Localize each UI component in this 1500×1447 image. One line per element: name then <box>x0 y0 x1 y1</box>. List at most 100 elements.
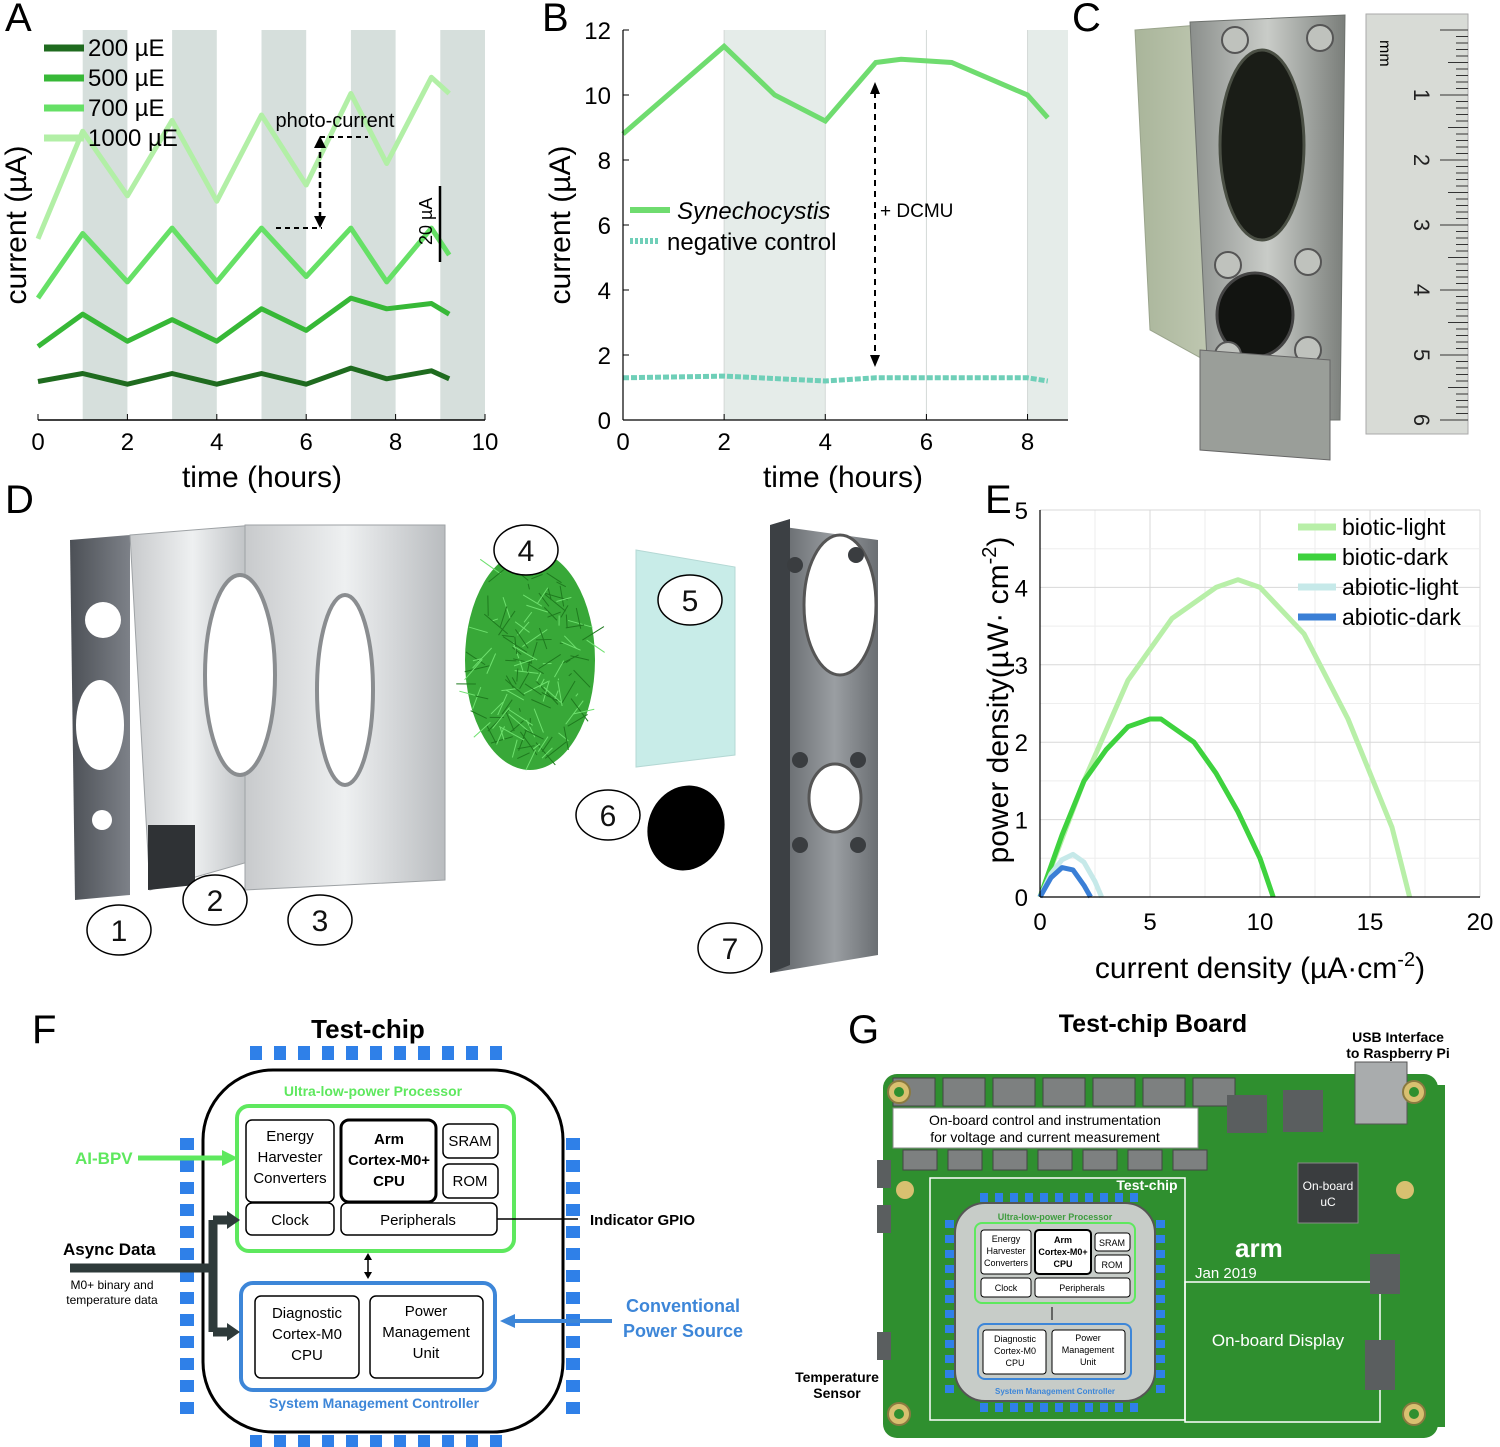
mesh-fiber-134 <box>505 689 525 701</box>
usb-label-2: to Raspberry Pi <box>1346 1045 1449 1061</box>
b-xtick-label-0: 0 <box>616 429 629 456</box>
part-number-1: 1 <box>111 915 128 948</box>
mesh-fiber-22 <box>519 731 538 756</box>
pin-left-0 <box>180 1138 194 1150</box>
board-row-comp-2 <box>992 1149 1028 1171</box>
onboard-control-label: On-board control and instrumentation <box>929 1112 1161 1128</box>
e-ytick-label-2: 2 <box>1015 730 1028 757</box>
diagnostic-label-3: CPU <box>291 1347 323 1364</box>
arm-date-text: Jan 2019 <box>1195 1265 1257 1282</box>
pin-top-10 <box>490 1046 502 1060</box>
temperature-sensor-label: Temperature <box>795 1369 879 1385</box>
pin-top-6 <box>394 1046 406 1060</box>
board-pin-top-5 <box>1055 1193 1063 1202</box>
panel-label-f: F <box>32 1008 57 1052</box>
board-pin-bottom-0 <box>980 1403 988 1412</box>
mesh-fiber-130 <box>546 572 562 584</box>
exploded-view: 1 2 3 4 5 6 7 <box>70 519 878 974</box>
board-pmu-label-2: Management <box>1062 1345 1115 1355</box>
board-pin-left-6 <box>945 1310 954 1318</box>
pin-bottom-9 <box>466 1435 478 1447</box>
board-pin-right-5 <box>1156 1295 1165 1303</box>
arm-cpu-label-2: Cortex-M0+ <box>348 1152 430 1169</box>
board-pin-bottom-8 <box>1100 1403 1108 1412</box>
b-ytick-label-3: 6 <box>598 213 611 240</box>
mesh-fiber-102 <box>523 611 533 623</box>
board-top-comp-5 <box>1142 1077 1186 1107</box>
a-xtick-label-1: 2 <box>121 429 134 456</box>
mesh-fiber-139 <box>475 695 489 700</box>
mesh-fiber-14 <box>517 621 530 636</box>
board-pin-top-2 <box>1010 1193 1018 1202</box>
b-ytick-label-4: 8 <box>598 148 611 175</box>
chart-b-xlabel: time (hours) <box>763 461 923 494</box>
board-pin-left-2 <box>945 1250 954 1258</box>
mesh-fiber-91 <box>523 680 549 695</box>
pmu-label-3: Unit <box>413 1345 441 1362</box>
mesh-fiber-0 <box>465 651 486 666</box>
b-ytick-label-1: 2 <box>598 343 611 370</box>
mesh-fiber-54 <box>531 573 543 580</box>
onboard-uc-label: On-board <box>1303 1179 1354 1193</box>
mesh-fiber-60 <box>543 607 558 621</box>
pin-top-7 <box>418 1046 430 1060</box>
pin-left-6 <box>180 1270 194 1282</box>
conventional-power-label: Conventional <box>626 1296 740 1316</box>
mesh-fiber-92 <box>502 636 528 653</box>
board-diag-label: Diagnostic <box>994 1334 1037 1344</box>
chart-b-ylabel: current (µA) <box>544 146 577 305</box>
board-pin-top-6 <box>1070 1193 1078 1202</box>
mesh-fiber-5 <box>459 690 476 696</box>
mesh-fiber-121 <box>541 691 558 702</box>
pin-bottom-8 <box>442 1435 454 1447</box>
pin-bottom-5 <box>370 1435 382 1447</box>
e-ytick-label-0: 0 <box>1015 885 1028 912</box>
a-xtick-label-2: 4 <box>210 429 223 456</box>
pin-left-9 <box>180 1336 194 1348</box>
mesh-fiber-25 <box>501 699 513 715</box>
onboard-display-label: On-board Display <box>1212 1331 1345 1350</box>
panel-label-b: B <box>542 0 569 40</box>
board-pin-right-6 <box>1156 1310 1165 1318</box>
panel-label-e: E <box>985 478 1012 522</box>
mesh-fiber-94 <box>501 634 515 638</box>
board-pin-top-9 <box>1115 1193 1123 1202</box>
board-pin-left-11 <box>945 1385 954 1393</box>
mesh-fiber-73 <box>538 627 548 650</box>
series-a-1 <box>36 295 451 349</box>
pin-top-1 <box>274 1046 286 1060</box>
panel-label-a: A <box>5 0 32 40</box>
mesh-fiber-36 <box>514 670 539 674</box>
mesh-fiber-123 <box>565 614 568 628</box>
ruler-unit: mm <box>1376 40 1393 67</box>
board-row-comp-5 <box>1127 1149 1163 1171</box>
legend-e-label-3: abiotic-dark <box>1342 604 1461 630</box>
scalebar-label: 20 µA <box>416 198 436 245</box>
mesh-fiber-2 <box>518 729 527 751</box>
board-peripherals-label: Peripherals <box>1059 1283 1105 1293</box>
board-pin-top-0 <box>980 1193 988 1202</box>
board-pin-left-7 <box>945 1325 954 1333</box>
mesh-fiber-136 <box>556 596 572 602</box>
board-arm-label: Arm <box>1054 1235 1072 1245</box>
a-xtick-label-4: 8 <box>389 429 402 456</box>
mesh-fiber-103 <box>537 587 549 604</box>
series-e-1 <box>1037 716 1276 898</box>
ruler-number-3: 4 <box>1409 284 1434 296</box>
board-pin-bottom-6 <box>1070 1403 1078 1412</box>
mesh-fiber-71 <box>515 629 529 649</box>
e-xtick-label-0: 0 <box>1033 909 1046 936</box>
mesh-fiber-74 <box>531 699 551 709</box>
board-pmu-label: Power <box>1075 1333 1101 1343</box>
series-b-0 <box>621 42 1050 136</box>
board-pmu-label-3: Unit <box>1080 1357 1097 1367</box>
board-pin-right-4 <box>1156 1280 1165 1288</box>
a-xtick-label-5: 10 <box>472 429 499 456</box>
board-pin-right-9 <box>1156 1355 1165 1363</box>
pin-left-1 <box>180 1160 194 1172</box>
mesh-fiber-3 <box>517 745 535 750</box>
energy-label-2: Harvester <box>257 1149 322 1166</box>
series-a-0 <box>37 365 451 387</box>
al-bpv-label: AI-BPV <box>75 1149 133 1168</box>
